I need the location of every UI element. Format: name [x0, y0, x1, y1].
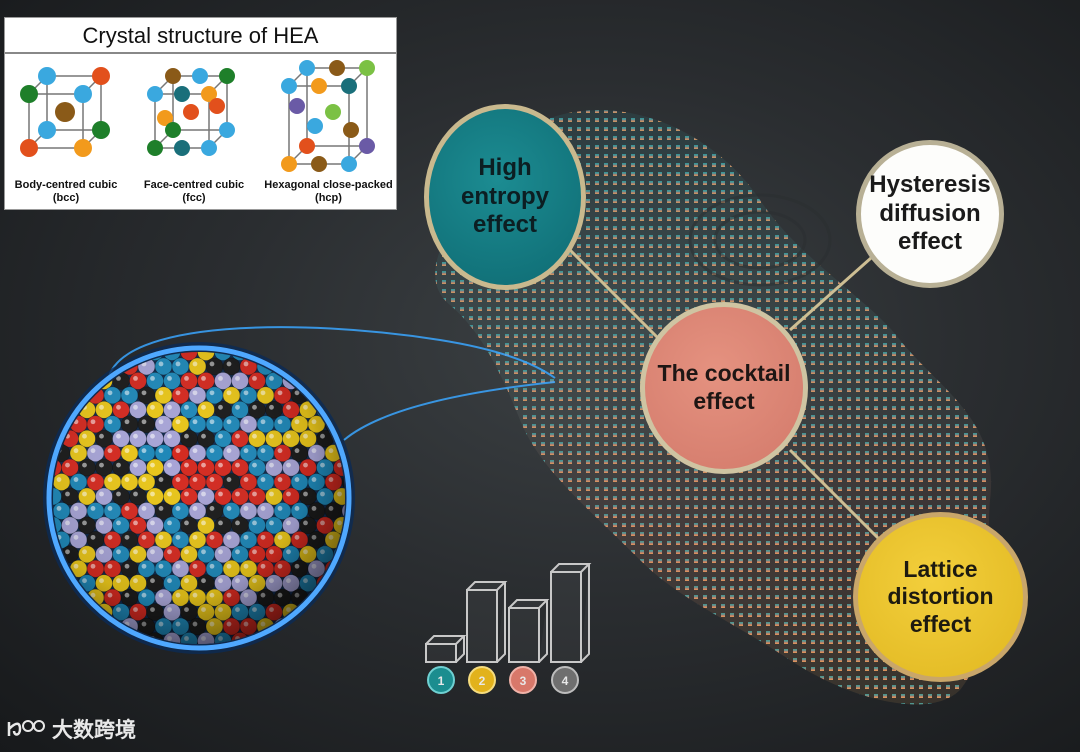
fcc-lattice-icon: [147, 68, 235, 156]
badge-2: [468, 666, 496, 694]
hysteresis-diffusion-effect-node: Hysteresis diffusion effect: [856, 140, 1004, 288]
badge-1: [427, 666, 455, 694]
high-entropy-effect-label: High entropy effect: [460, 153, 549, 239]
hcp-lattice-icon: [281, 60, 375, 172]
watermark: 大数跨境: [6, 714, 136, 744]
badge-4: [551, 666, 579, 694]
hcp-caption: Hexagonal close-packed (hcp): [259, 179, 398, 205]
crystal-panel-title: Crystal structure of HEA: [5, 18, 396, 54]
hcp-abbr: (hcp): [315, 192, 342, 204]
bcc-lattice-icon: [20, 67, 110, 157]
fcc-caption: Face-centred cubic (fcc): [135, 179, 253, 205]
badge-3-label: 3: [520, 674, 527, 688]
bar-1: [425, 635, 467, 663]
hcp-name: Hexagonal close-packed: [264, 179, 393, 191]
bcc-caption: Body-centred cubic (bcc): [7, 179, 125, 205]
fcc-abbr: (fcc): [182, 192, 206, 204]
bcc-name: Body-centred cubic: [14, 179, 118, 191]
crystal-structure-panel: Crystal structure of HEA Body-centred cu…: [4, 17, 397, 210]
hysteresis-diffusion-effect-label: Hysteresis diffusion effect: [869, 170, 991, 256]
bcc-abbr: (bcc): [52, 192, 80, 204]
badge-3: [509, 666, 537, 694]
lattice-distortion-effect-label: Lattice distortion effect: [887, 555, 994, 637]
badge-1-label: 1: [438, 674, 445, 688]
cocktail-effect-label: The cocktail effect: [657, 360, 791, 414]
badge-2-label: 2: [479, 674, 486, 688]
watermark-text: 大数跨境: [52, 719, 136, 742]
badge-4-label: 4: [562, 674, 569, 688]
connector-lines: [558, 238, 882, 542]
bar-3: [508, 599, 550, 663]
zoom-beam: [107, 326, 556, 441]
bar-stack: [425, 563, 592, 663]
atom-sphere: [43, 342, 355, 654]
bar-4: [550, 563, 592, 663]
lattice-distortion-effect-node: Lattice distortion effect: [853, 512, 1028, 682]
badge-row: 1 2 3 4: [427, 666, 579, 694]
high-entropy-effect-node: High entropy effect: [424, 104, 586, 290]
brand-logo-icon: [7, 720, 45, 736]
fcc-name: Face-centred cubic: [143, 179, 245, 191]
cocktail-effect-node: The cocktail effect: [640, 302, 808, 474]
bar-2: [466, 581, 508, 663]
